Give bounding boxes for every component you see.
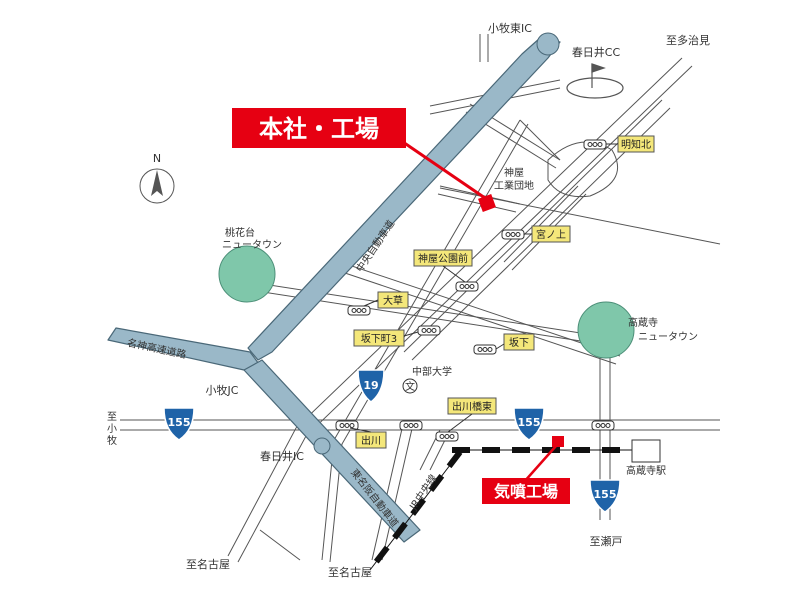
momokadai-newtown-area	[218, 245, 276, 303]
signal-icon	[347, 305, 371, 316]
kasugai-cc-course	[566, 63, 624, 99]
signal-icon	[591, 420, 615, 431]
honsha-title: 本社・工場	[259, 115, 379, 143]
kifun-marker	[552, 436, 564, 447]
honsha-marker	[478, 194, 496, 212]
signal-icon	[501, 229, 525, 240]
kozoji-station-box	[631, 439, 661, 463]
label-momokadai-2: ニュータウン	[222, 239, 282, 251]
honsha-callout: 本社・工場	[232, 108, 406, 148]
label-to-seto: 至瀬戸	[590, 534, 623, 548]
route-155-shield-left: 155	[163, 407, 195, 441]
label-sakashita: 坂下	[509, 337, 529, 349]
label-chubu-univ: 中部大学	[412, 365, 452, 378]
label-kozoji-1: 高蔵寺	[628, 316, 658, 329]
svg-text:155: 155	[594, 488, 617, 501]
label-degawa: 出川	[361, 434, 381, 447]
north-arrow-icon: N	[139, 152, 175, 204]
label-to-komaki-2: 小	[107, 423, 117, 435]
expressways	[107, 37, 561, 543]
komaki-higashi-ic-node	[536, 32, 560, 56]
kasugai-ic-node	[313, 437, 331, 455]
traffic-signals	[335, 139, 615, 442]
route-155-shield-center: 155	[513, 407, 545, 441]
signal-icon	[399, 420, 423, 431]
label-ookusa: 大草	[383, 294, 403, 307]
signal-icon	[435, 431, 459, 442]
label-kozoji-station: 高蔵寺駅	[626, 464, 666, 477]
signal-icon	[455, 281, 479, 292]
label-kozoji-2: ニュータウン	[638, 331, 698, 343]
svg-text:N: N	[153, 152, 161, 165]
svg-text:155: 155	[518, 416, 541, 429]
label-kasugai-cc: 春日井CC	[572, 45, 621, 59]
label-sakashita-3: 坂下町3	[361, 333, 397, 345]
kozoji-newtown-area	[577, 301, 635, 359]
school-icon	[402, 378, 418, 394]
label-momokadai-1: 桃花台	[225, 226, 255, 239]
label-meichi-kita: 明知北	[621, 138, 651, 151]
kifun-title: 気噴工場	[494, 482, 558, 501]
label-kamiyaue: 宮ノ上	[536, 228, 566, 241]
label-degawa-bashi-higashi: 出川橋東	[452, 400, 492, 413]
route-155-shield-south: 155	[589, 479, 621, 513]
label-kamiya-2: 工業団地	[494, 179, 534, 192]
svg-text:155: 155	[168, 416, 191, 429]
signal-icon	[417, 325, 441, 336]
signal-icon	[335, 420, 359, 431]
label-kamiya-park: 神屋公園前	[418, 252, 468, 265]
label-komaki-higashi-ic: 小牧東IC	[488, 21, 532, 35]
honsha-leader	[399, 138, 486, 200]
leader-lines	[349, 143, 618, 433]
jr-chuo-line	[367, 447, 660, 572]
intersection-labels: 明知北 宮ノ上 神屋公園前 大草 坂下町3 坂下 出川橋東 出川	[353, 135, 655, 449]
signal-icon	[583, 139, 607, 150]
label-jr-chuo: JR中央線	[406, 472, 440, 513]
label-komaki-jc: 小牧JC	[206, 383, 239, 397]
route-19-shield: 19	[357, 369, 385, 403]
label-kasugai-ic: 春日井IC	[260, 449, 304, 463]
local-roads	[120, 34, 721, 563]
label-to-nagoya-left: 至名古屋	[186, 557, 230, 571]
kifun-callout: 気噴工場	[482, 478, 570, 504]
label-to-nagoya-right: 至名古屋	[328, 565, 372, 579]
school-mark: 文	[405, 380, 415, 393]
signal-icon	[473, 344, 497, 355]
label-to-komaki-1: 至	[107, 411, 117, 423]
label-to-tajimi: 至多治見	[666, 33, 710, 47]
kifun-leader	[523, 445, 557, 483]
label-kamiya-1: 神屋	[504, 166, 524, 179]
label-higashi-meihan: 東名阪自動車道	[348, 466, 401, 529]
label-to-komaki-3: 牧	[107, 434, 117, 447]
svg-text:19: 19	[363, 379, 378, 392]
